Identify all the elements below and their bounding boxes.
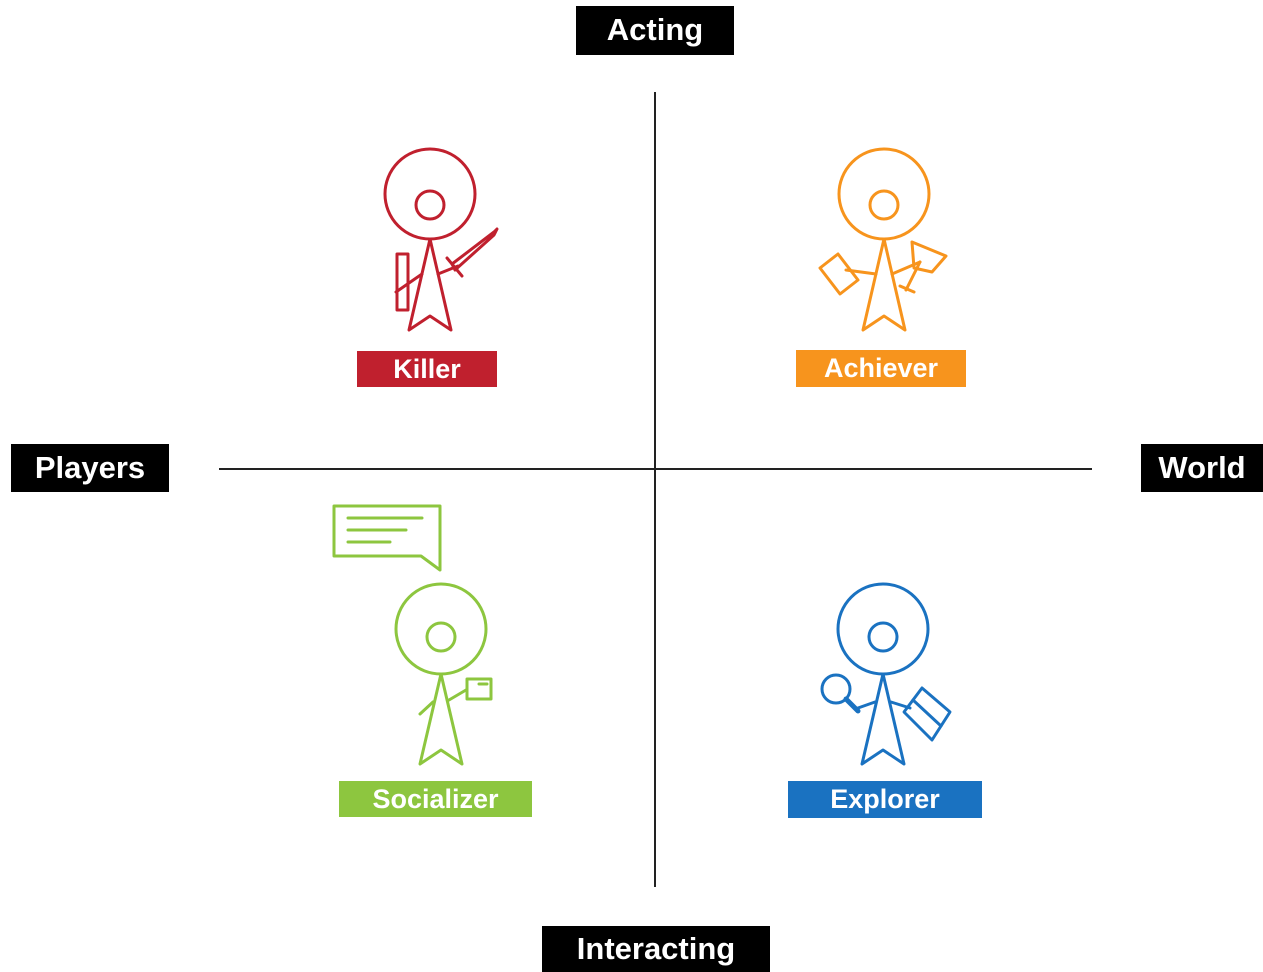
axis-label-players: Players	[11, 444, 169, 492]
achiever-label: Achiever	[796, 350, 966, 387]
achiever-figure-icon	[818, 147, 948, 332]
axis-label-acting: Acting	[576, 6, 734, 55]
horizontal-axis-line	[219, 468, 1092, 470]
explorer-label: Explorer	[788, 781, 982, 818]
killer-label: Killer	[357, 351, 497, 387]
socializer-label: Socializer	[339, 781, 532, 817]
axis-label-world: World	[1141, 444, 1263, 492]
explorer-figure-icon	[820, 582, 952, 766]
axis-label-interacting: Interacting	[542, 926, 770, 972]
killer-figure-icon	[383, 147, 499, 332]
socializer-figure-icon	[332, 504, 493, 766]
vertical-axis-line	[654, 92, 656, 887]
